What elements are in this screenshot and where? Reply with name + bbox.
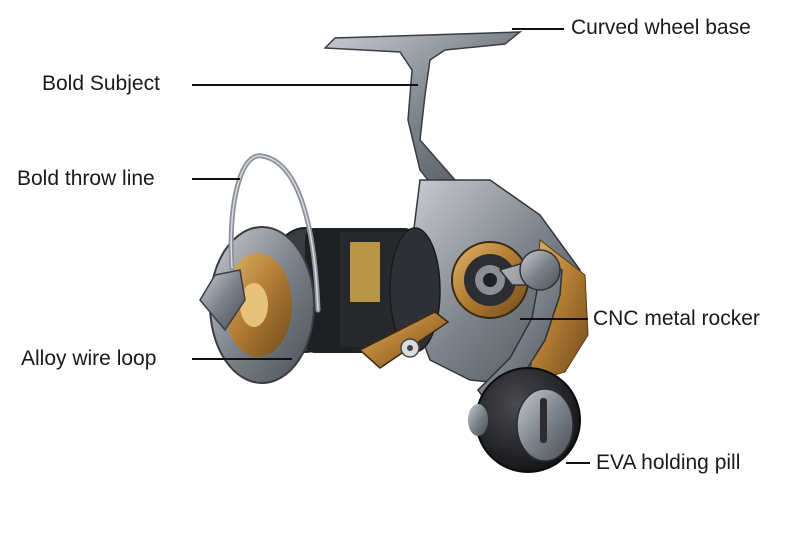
label-bold-throw-line: Bold throw line	[17, 167, 155, 190]
leader-alloy-wire-loop	[192, 358, 292, 360]
leader-cnc-metal-rocker	[520, 318, 588, 320]
label-alloy-wire-loop: Alloy wire loop	[21, 347, 157, 370]
anti-reverse-lever	[358, 311, 450, 369]
leader-bold-subject	[192, 84, 418, 86]
leader-bold-throw-line	[192, 178, 240, 180]
leader-curved-wheel-base	[512, 28, 564, 30]
gear-rotor	[451, 241, 529, 319]
eva-knob	[468, 367, 581, 473]
leader-eva-holding-pill	[566, 462, 590, 464]
label-bold-subject: Bold Subject	[42, 72, 160, 95]
spool-front-cap	[209, 226, 315, 384]
bail-wire	[199, 153, 321, 332]
label-eva-holding-pill: EVA holding pill	[596, 451, 741, 474]
reel-foot	[323, 31, 523, 196]
label-cnc-metal-rocker: CNC metal rocker	[593, 307, 760, 330]
label-curved-wheel-base: Curved wheel base	[571, 16, 751, 39]
